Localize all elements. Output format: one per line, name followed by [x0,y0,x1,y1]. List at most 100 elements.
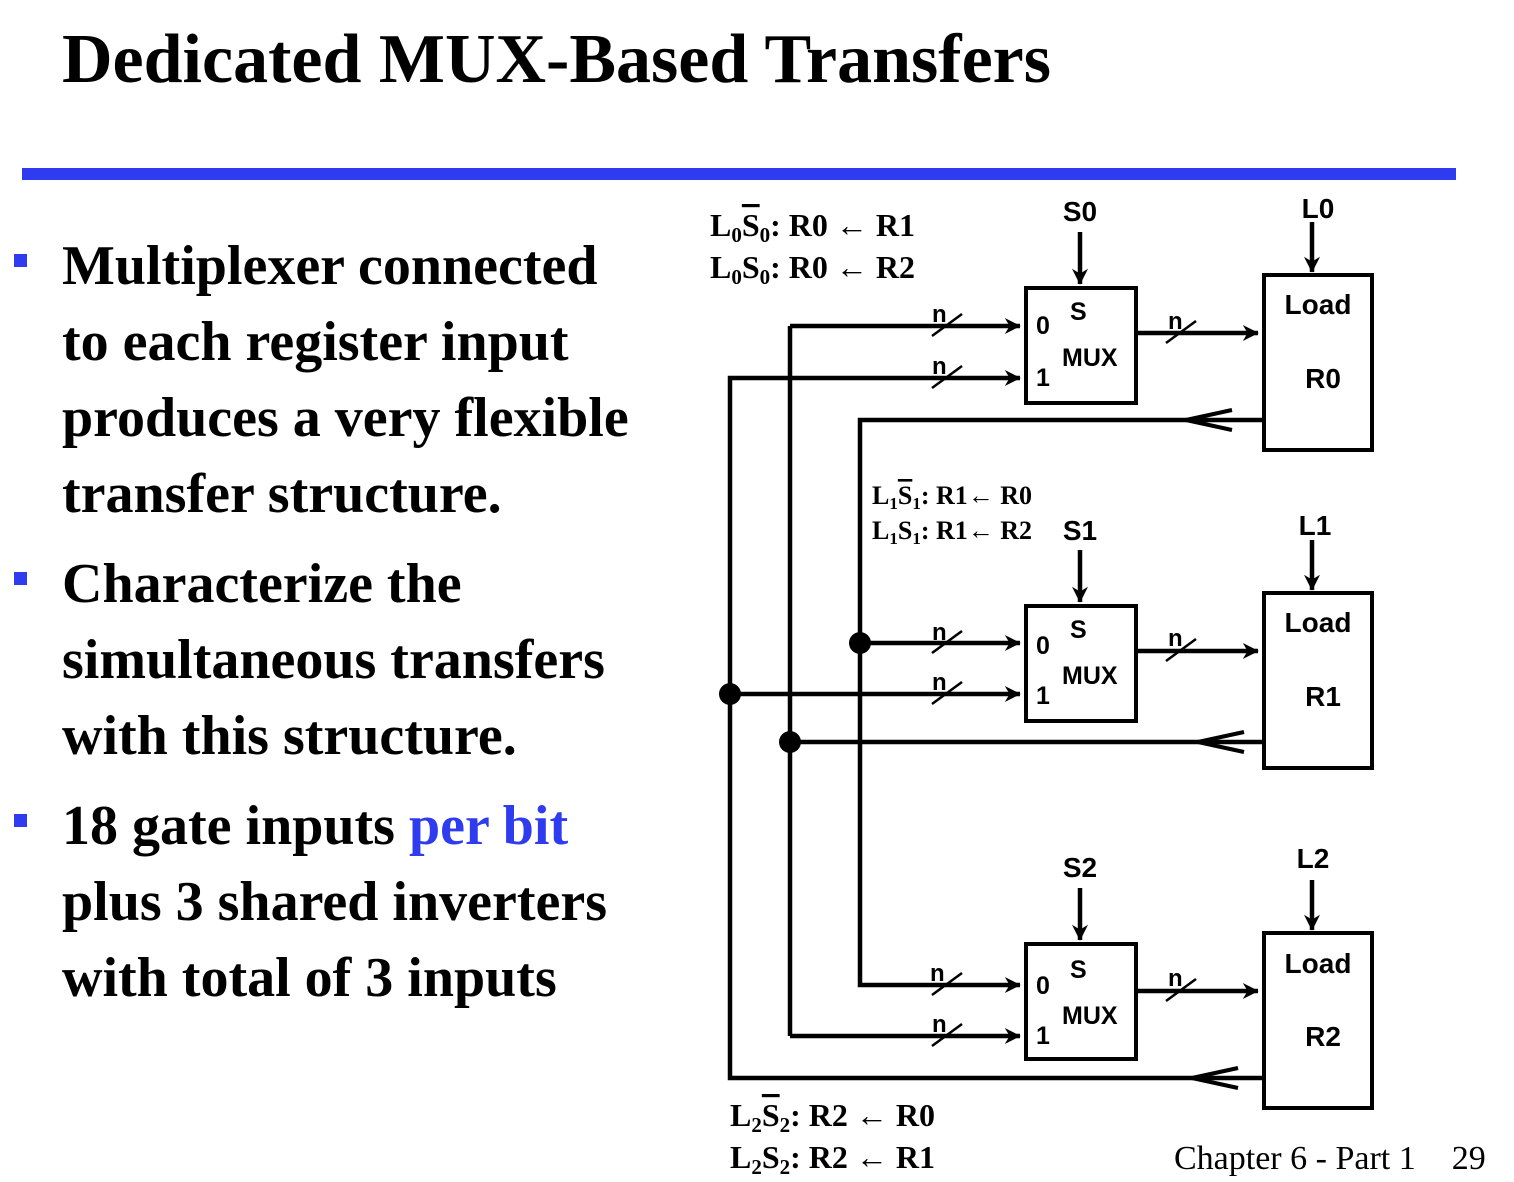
mux-label: MUX [1062,344,1118,372]
bus-r2-output [727,370,1264,1081]
junction-dot [779,731,801,753]
register-name-r0: R0 [1305,363,1341,394]
register-load-label: Load [1285,289,1352,320]
r1-output-arrowhead [1197,730,1245,754]
bus-r0-output [857,417,1264,993]
load-subscript: 2 [751,1113,762,1137]
width-slash [1165,637,1197,663]
select-label-s1: S1 [1063,515,1097,546]
transfer-condition: L1S1: R1← R0 [872,481,1032,513]
select-symbol: S [742,249,760,285]
bullet-text-part: plus 3 shared inverters with total of 3 … [62,871,607,1009]
mux-select-pin: S [1070,298,1087,326]
width-slash [1165,319,1197,345]
bus-width-label: n [932,301,947,328]
mux-input-1: 1 [1036,682,1050,710]
bus-width-label: n [932,619,947,646]
mux-1-box [1024,604,1138,723]
bus-width-label: n [932,353,947,380]
bus-width-label: n [932,1011,947,1038]
load-symbol: L [872,481,889,510]
load-subscript: 1 [889,494,898,513]
transfer-condition: L0S0: R0 ← R1 [710,207,915,247]
load-symbol: L [710,207,731,243]
load-label-l1: L1 [1299,510,1332,541]
register-r0-box [1262,273,1374,452]
width-slash [931,1022,963,1048]
load-label-l0: L0 [1302,193,1335,224]
bus-width-label: n [1168,965,1183,992]
transfer-text: : R2 ← R0 [790,1097,935,1133]
r0-output-arrowhead [1185,408,1233,432]
mux-2-box [1024,942,1138,1061]
select-subscript: 0 [760,265,771,289]
select-subscript: 2 [780,1113,791,1137]
bus-width-label: n [930,960,945,987]
slide-title: Dedicated MUX-Based Transfers [62,21,1051,98]
select-subscript: 2 [780,1155,791,1179]
select-symbol: S [898,516,912,545]
load-symbol: L [730,1097,751,1133]
register-name-r2: R2 [1305,1021,1341,1052]
page-number: 29 [1451,1140,1486,1177]
load-symbol: L [710,249,731,285]
mux-label: MUX [1062,662,1118,690]
width-slash [931,680,963,706]
select-label-s0: S0 [1063,196,1097,227]
mux-label: MUX [1062,1002,1118,1030]
bullet-square-icon [14,572,27,585]
transfer-condition: L2S2: R2 ← R0 [730,1097,935,1137]
bullet-item: 18 gate inputs per bit plus 3 shared inv… [12,788,712,1016]
bus-width-slashes [931,312,1197,1048]
title-divider [22,168,1456,180]
select-subscript: 1 [912,494,921,513]
bullet-item: Characterize the simultaneous transfers … [12,546,712,774]
mux-input-0: 0 [1036,632,1050,660]
per-bit-highlight: per bit [408,795,569,857]
junction-dot [719,683,741,705]
diagram-wires [727,222,1320,1081]
mux-input-1: 1 [1036,364,1050,392]
bus-width-label: n [1168,308,1183,335]
mux-input-1: 1 [1036,1022,1050,1050]
transfer-condition: L0S0: R0 ← R2 [710,249,915,289]
mux-boxes [1024,286,1138,1061]
transfer-text: : R0 ← R2 [770,249,915,285]
width-slash [1165,977,1197,1003]
output-arrowheads [1185,408,1245,1090]
transfer-text: : R2 ← R1 [790,1139,935,1175]
mux-0-box [1024,286,1138,405]
bullet-item: Multiplexer connected to each register i… [12,228,712,532]
transfer-text: : R1← R2 [921,516,1032,545]
width-slash [931,971,963,997]
width-slash [931,312,963,338]
transfer-condition: L2S2: R2 ← R1 [730,1139,935,1179]
junction-dots [719,632,871,753]
register-r1-box [1262,591,1374,770]
load-subscript: 0 [731,265,742,289]
transfer-condition: L1S1: R1← R2 [872,516,1032,548]
select-label-s2: S2 [1063,852,1097,883]
width-slash [931,629,963,655]
bullet-list: Multiplexer connected to each register i… [12,228,712,1030]
register-r2-box [1262,931,1374,1110]
bullet-text: Characterize the simultaneous transfers … [62,553,605,767]
bullet-square-icon [14,254,27,267]
transfer-text: : R1← R0 [921,481,1032,510]
load-subscript: 1 [889,529,898,548]
bus-width-label: n [1168,625,1183,652]
mux-input-0: 0 [1036,972,1050,1000]
r2-output-arrowhead [1191,1066,1239,1090]
mux-select-pin: S [1070,616,1087,644]
register-load-label: Load [1285,607,1352,638]
width-slash [931,364,963,390]
mux-select-pin: S [1070,956,1087,984]
junction-dot [849,632,871,654]
select-complement: S [762,1097,780,1133]
register-boxes [1262,273,1374,1110]
bullet-text: Multiplexer connected to each register i… [62,235,629,525]
select-subscript: 0 [760,223,771,247]
footer-chapter: Chapter 6 - Part 1 [1174,1140,1416,1177]
bullet-text: 18 gate inputs per bit plus 3 shared inv… [62,788,712,1016]
